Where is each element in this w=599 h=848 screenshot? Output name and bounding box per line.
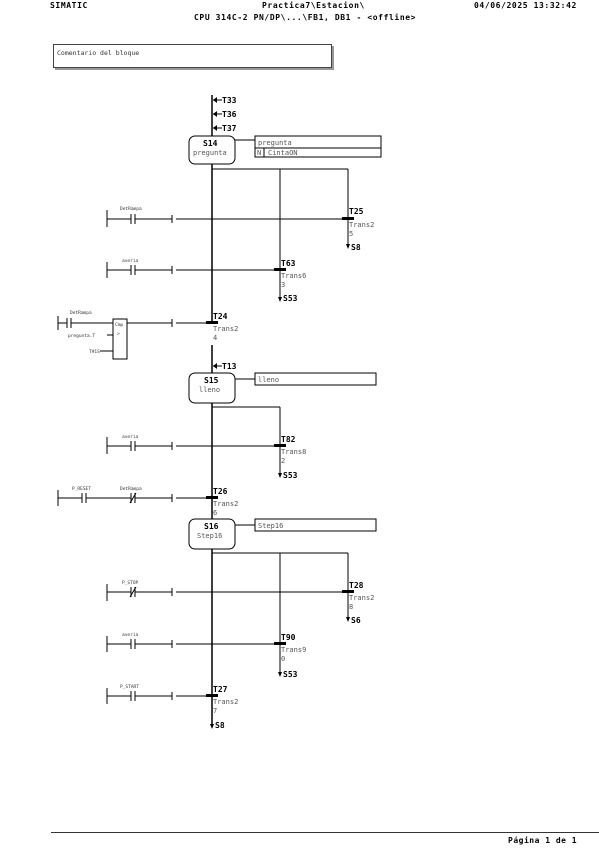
t82-sub: Trans8 [281, 448, 306, 456]
t82-name: T82 [281, 435, 296, 444]
brand-label: SIMATIC [50, 1, 88, 10]
jump-t13[interactable]: T13 [222, 362, 237, 371]
t82-contact-label: averia [122, 434, 139, 440]
t28-sub: Trans2 [349, 594, 374, 602]
project-path: Practica7\Estacion\ [262, 1, 365, 10]
t90-target[interactable]: S53 [283, 670, 298, 679]
t63-target[interactable]: S53 [283, 294, 298, 303]
t82-target[interactable]: S53 [283, 471, 298, 480]
t27-name: T27 [213, 685, 228, 694]
t27-contact-label: P_START [120, 684, 139, 690]
step-s16-label: Step16 [197, 532, 222, 540]
t28-num: 8 [349, 603, 353, 611]
step-s14[interactable]: S14 pregunta [188, 135, 236, 165]
step-s16-action-title: Step16 [258, 522, 283, 530]
t26-contact1-label: P_RESET [72, 486, 91, 492]
step-s14-name: S14 [203, 139, 218, 148]
t24-contact-label: DetRampa [70, 310, 92, 316]
transition-t63[interactable]: averia T63 Trans6 3 S53 [106, 258, 306, 303]
step-s15-name: S15 [204, 376, 219, 385]
t28-name: T28 [349, 581, 364, 590]
step-s14-action-block[interactable]: pregunta N CintaON [254, 135, 382, 158]
t26-contact2-label: DetRampa [120, 486, 142, 492]
step-s15-action-block[interactable]: lleno [254, 372, 377, 386]
block-comment-text: Comentario del bloque [57, 49, 140, 57]
t82-num: 2 [281, 457, 285, 465]
t24-compare-box[interactable] [112, 318, 128, 360]
t24-num: 4 [213, 334, 217, 342]
page-number: Página 1 de 1 [508, 836, 578, 845]
t28-contact-label: P_STOP [122, 580, 139, 586]
t25-contact-label: DetRampa [120, 206, 142, 212]
step-s16-action-block[interactable]: Step16 [254, 518, 377, 532]
t90-name: T90 [281, 633, 296, 642]
t25-sub: Trans2 [349, 221, 374, 229]
entry-jump-t36[interactable]: T36 [222, 110, 237, 119]
step-s14-action-op: CintaON [268, 149, 298, 157]
t26-num: 6 [213, 509, 217, 517]
entry-jumps: T33 T36 T37 [211, 95, 237, 136]
t63-sub: Trans6 [281, 272, 306, 280]
t28-target[interactable]: S6 [351, 616, 361, 625]
t25-num: 5 [349, 230, 353, 238]
step-s15-action-title: lleno [258, 376, 279, 384]
t24-cmp-in2: T#1S [89, 349, 100, 355]
t90-sub: Trans9 [281, 646, 306, 654]
t24-cmp-in1: pregunta.T [68, 333, 95, 339]
t24-name: T24 [213, 312, 228, 321]
footer-divider [51, 832, 599, 833]
t27-sub: Trans2 [213, 698, 238, 706]
t26-sub: Trans2 [213, 500, 238, 508]
step-s15[interactable]: S15 lleno [188, 372, 236, 404]
entry-jump-t37[interactable]: T37 [222, 124, 237, 133]
step-s14-label: pregunta [193, 149, 227, 157]
transition-t82[interactable]: averia T82 Trans8 2 S53 [106, 434, 306, 480]
t25-name: T25 [349, 207, 364, 216]
transition-t26[interactable]: P_RESET DetRampa T26 Trans2 6 [57, 486, 238, 517]
t90-num: 0 [281, 655, 285, 663]
entry-jump-t33[interactable]: T33 [222, 96, 237, 105]
transition-t24[interactable]: DetRampa Cmp > pregunta.T T#1S T24 Trans… [57, 310, 238, 360]
step-s14-action-qual: N [257, 149, 261, 157]
block-comment-box[interactable]: Comentario del bloque [53, 44, 332, 68]
t63-contact-label: averia [122, 258, 139, 264]
transition-t28[interactable]: P_STOP T28 Trans2 8 S6 [106, 580, 374, 625]
t27-num: 7 [213, 707, 217, 715]
t63-num: 3 [281, 281, 285, 289]
transition-t25[interactable]: DetRampa T25 Trans2 5 S8 [106, 206, 374, 252]
t26-name: T26 [213, 487, 228, 496]
t24-cmp-op: > [117, 332, 120, 337]
t27-target[interactable]: S8 [215, 721, 225, 730]
t63-name: T63 [281, 259, 296, 268]
transition-t27[interactable]: P_START T27 Trans2 7 S8 [106, 684, 238, 730]
step-s14-action-title: pregunta [258, 139, 292, 147]
t24-sub: Trans2 [213, 325, 238, 333]
step-s16-name: S16 [204, 522, 219, 531]
t25-target[interactable]: S8 [351, 243, 361, 252]
step-s15-label: lleno [199, 386, 220, 394]
datetime-label: 04/06/2025 13:32:42 [474, 1, 577, 10]
block-path: CPU 314C-2 PN/DP\...\FB1, DB1 - <offline… [194, 13, 417, 22]
t90-contact-label: averia [122, 632, 139, 638]
transition-t90[interactable]: averia T90 Trans9 0 S53 [106, 632, 306, 679]
step-s16[interactable]: S16 Step16 [188, 518, 236, 550]
t24-cmp-title: Cmp [115, 322, 123, 328]
